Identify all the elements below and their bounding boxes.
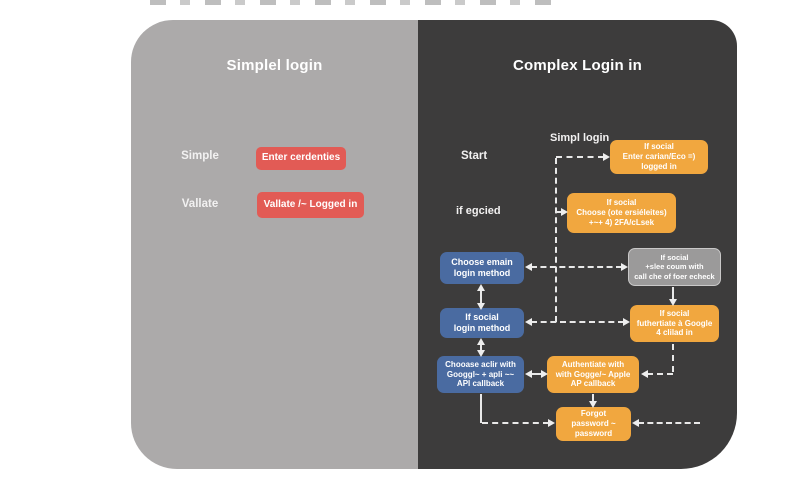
solid-connector-oauth-down: [480, 394, 482, 423]
solid-connector-api-to-forgot: [592, 394, 594, 402]
start-label: Start: [461, 150, 488, 162]
right-panel-title: Complex Login in: [512, 57, 643, 74]
dashed-connector-oauth-api: [530, 373, 542, 375]
node-choose-2fa: If social Choose (ote ersiéleites) +~+ 4…: [567, 193, 676, 233]
node-line: If social: [660, 253, 689, 263]
arrowhead-up-icon: [477, 338, 485, 345]
arrowhead-right-icon: [623, 318, 630, 326]
solid-connector-email-social: [480, 289, 482, 304]
dashed-connector-authenticate-down: [672, 344, 674, 372]
arrowhead-left-icon: [525, 370, 532, 378]
dashed-connector-social-to-authenticate: [531, 321, 624, 323]
node-line: futhertiate à Google: [636, 318, 713, 328]
arrowhead-left-icon: [632, 419, 639, 427]
node-line: If social: [644, 142, 674, 152]
node-choose-email: Choose emain login method: [440, 252, 524, 284]
node-social-check: If social +slee coum with call che of fo…: [628, 248, 721, 286]
left-panel-title: Simplel login: [226, 57, 323, 74]
node-enter-credentials: Enter cerdenties: [256, 147, 346, 170]
node-social-authenticate: If social futhertiate à Google 4 clilad …: [630, 305, 719, 342]
arrowhead-right-icon: [561, 208, 568, 216]
node-line: Forgot: [580, 409, 607, 419]
simple-login-panel: [131, 20, 418, 469]
node-text: Vallate /~ Logged in: [263, 198, 358, 210]
node-authenticate-api: Authentiate with with Gogge/~ Apple AP c…: [547, 356, 639, 393]
validate-row-label: Vallate: [181, 198, 219, 210]
arrowhead-right-icon: [548, 419, 555, 427]
cropped-text-artifact: [150, 0, 560, 5]
node-line: login method: [453, 268, 511, 278]
dashed-connector-main-vertical: [555, 158, 557, 322]
node-line: Choose (ote ersiéleites): [576, 208, 667, 218]
node-line: login method: [453, 323, 511, 333]
arrowhead-left-icon: [525, 263, 532, 271]
node-line: AP callback: [570, 379, 616, 389]
arrowhead-down-icon: [477, 350, 485, 357]
solid-connector-social-oauth: [480, 342, 482, 352]
node-line: +slee coum with: [645, 262, 704, 272]
arrowhead-right-icon: [621, 263, 628, 271]
node-line: Googgl~ + apli ~~: [446, 369, 515, 379]
node-line: Enter carian/Eco =): [622, 152, 696, 162]
solid-connector-check-to-authenticate: [672, 287, 674, 300]
dashed-connector-oauth-to-forgot: [482, 422, 549, 424]
dashed-connector-authenticate-to-api: [647, 373, 673, 375]
node-line: If social: [606, 198, 637, 208]
node-forgot-password: Forgot password ~ password: [556, 407, 631, 441]
node-text: Enter cerdenties: [261, 152, 341, 164]
simple-row-label: Simple: [181, 150, 219, 162]
simpl-login-label: Simpl login: [550, 132, 610, 144]
node-validate-logged-in: Vallate /~ Logged in: [257, 192, 364, 218]
node-line: API callback: [456, 379, 505, 389]
node-line: call che of foer echeck: [634, 271, 715, 281]
if-egcied-label: if egcied: [456, 205, 501, 217]
arrowhead-right-icon: [603, 153, 610, 161]
node-if-social-method: If social login method: [440, 308, 524, 338]
node-line: password: [574, 428, 613, 438]
arrowhead-up-icon: [477, 284, 485, 291]
node-line: with Gogge/~ Apple: [555, 369, 631, 379]
node-social-logged-in: If social Enter carian/Eco =) logged in: [610, 140, 708, 174]
dashed-connector-start-to-logged-in: [556, 156, 604, 158]
dashed-connector-to-2fa: [556, 211, 563, 213]
arrowhead-left-icon: [641, 370, 648, 378]
dashed-connector-email-to-check: [531, 266, 622, 268]
arrowhead-right-icon: [541, 370, 548, 378]
arrowhead-down-icon: [477, 303, 485, 310]
arrowhead-down-icon: [589, 401, 597, 408]
node-line: +~+ 4) 2FA/cLsek: [588, 217, 655, 227]
node-line: 4 clilad in: [656, 328, 693, 338]
node-line: Authentiate with: [561, 359, 625, 369]
complex-login-panel: [418, 20, 737, 469]
node-line: logged in: [641, 161, 677, 171]
comparison-card: [131, 20, 737, 469]
node-line: Chooase aclir with: [445, 359, 516, 369]
node-line: password ~: [571, 419, 616, 429]
dashed-connector-right-to-forgot: [638, 422, 700, 424]
node-line: If social: [465, 312, 499, 323]
arrowhead-down-icon: [669, 299, 677, 306]
node-line: If social: [659, 308, 690, 318]
arrowhead-left-icon: [525, 318, 532, 326]
node-line: Choose emain: [451, 257, 513, 268]
node-choose-oauth: Chooase aclir with Googgl~ + apli ~~ API…: [437, 356, 524, 393]
